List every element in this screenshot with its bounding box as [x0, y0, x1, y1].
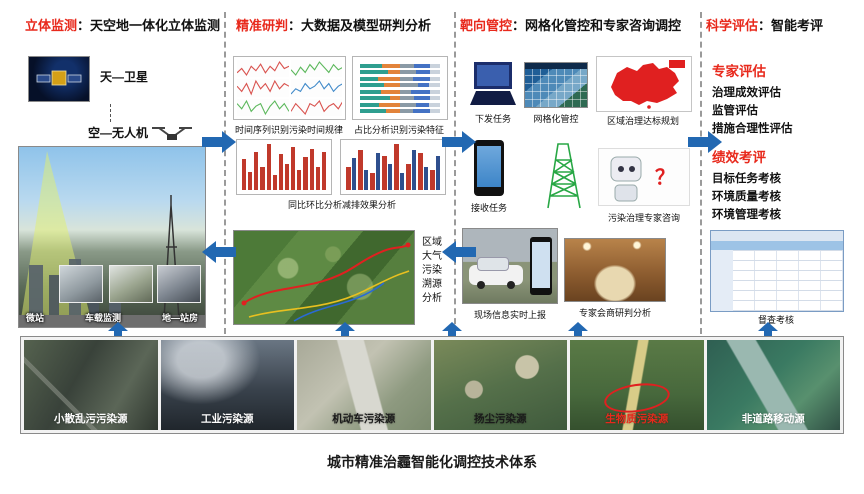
header-monitoring-desc: ：天空地一体化立体监测 [77, 18, 221, 33]
satellite-downlink-dash [110, 104, 111, 122]
source-cell-biomass: 生物质污染源 [570, 340, 704, 430]
source-cell-vehicle: 机动车污染源 [297, 340, 431, 430]
ground-monitoring-image: 微站 车载监测 地—站房 [18, 146, 206, 328]
bars-right-chart [340, 139, 446, 195]
receive-caption: 接收任务 [470, 203, 507, 213]
laptop-icon [470, 60, 516, 108]
field-report-image [462, 228, 558, 304]
satellite-icon [36, 70, 82, 86]
separator-3 [700, 12, 702, 334]
satellite-image [28, 56, 90, 102]
trace-caption-line: 分析 [422, 293, 442, 304]
car-wheel-graphic [507, 281, 515, 289]
source-label: 小散乱污污染源 [54, 413, 128, 425]
trace-caption-line: 大气 [422, 251, 442, 262]
grid-caption: 网格化管控 [533, 114, 579, 124]
header-evaluation-title: 科学评估 [706, 18, 759, 33]
china-map-graphic [611, 60, 685, 109]
monitoring-tower-icon [534, 138, 592, 210]
diagram-title: 城市精准治霾智能化调控技术体系 [327, 454, 537, 470]
header-analysis-title: 精准研判 [236, 18, 289, 33]
drone-icon [150, 122, 194, 148]
expert-eval-title: 专家评估 [712, 64, 766, 79]
arrow-control-to-evaluation [688, 131, 722, 153]
arrow-trace-to-monitoring [202, 241, 236, 263]
trace-routes-graphic [241, 242, 411, 322]
arrow-control-to-trace [442, 241, 476, 263]
trace-caption: 区域 大气 污染 溯源 分析 [420, 236, 444, 306]
trace-caption-line: 区域 [422, 237, 442, 248]
separator-2 [454, 12, 456, 334]
micro-station-label: 微站 [26, 313, 45, 323]
station-house-label: 地—站房 [161, 313, 198, 323]
satellite-label: 天—卫星 [100, 70, 149, 84]
grid-control-map [524, 62, 588, 108]
micro-station-photo [59, 265, 103, 303]
source-cell-dust: 扬尘污染源 [433, 340, 567, 430]
report-phone-screen [532, 242, 550, 288]
stacked-chart [352, 56, 448, 120]
pollution-sources-band: 小散乱污污染源 工业污染源 机动车污染源 扬尘污染源 生物质污染源 非道路移动源 [20, 336, 844, 434]
compare-caption: 同比环比分析减排效果分析 [287, 200, 396, 210]
source-label: 扬尘污染源 [474, 413, 527, 425]
report-phone-graphic [530, 237, 552, 295]
mobile-monitoring-label: 车载监测 [84, 313, 121, 323]
header-evaluation: 科学评估：智能考评 [706, 15, 823, 34]
dispatch-caption: 下发任务 [474, 114, 511, 124]
receive-phone-icon [474, 140, 504, 196]
car-wheel-graphic [477, 281, 485, 289]
source-label: 非道路移动源 [741, 413, 805, 425]
separator-1 [224, 12, 226, 334]
expert-eval-item: 监管评估 [712, 105, 758, 117]
header-analysis-desc: ：大数据及模型研判分析 [288, 18, 432, 33]
expert-robot-image: ？ [598, 148, 690, 206]
timeseries-chart [233, 56, 346, 120]
expert-eval-item: 治理成效评估 [712, 87, 781, 99]
header-monitoring-title: 立体监测 [25, 18, 78, 33]
expert-eval-item: 措施合理性评估 [712, 123, 793, 135]
bars-left-chart [236, 139, 332, 195]
timeseries-caption: 时间序列识别污染时间规律 [234, 125, 343, 135]
trace-map-image [233, 230, 415, 325]
header-control-title: 靶向管控 [460, 18, 513, 33]
performance-item: 目标任务考核 [712, 173, 781, 185]
source-label: 生物质污染源 [605, 413, 669, 425]
source-label: 工业污染源 [201, 413, 254, 425]
share-caption: 占比分析识别污染特征 [353, 125, 444, 135]
station-house-photo [157, 265, 201, 303]
header-evaluation-desc: ：智能考评 [758, 18, 824, 33]
phone-screen [477, 146, 501, 187]
question-mark: ？ [655, 167, 675, 189]
audit-caption: 督查考核 [757, 315, 794, 325]
source-label: 机动车污染源 [332, 413, 396, 425]
robot-graphic [610, 156, 642, 202]
source-cell-scattered: 小散乱污污染源 [24, 340, 158, 430]
consult-caption: 污染治理专家咨询 [607, 213, 680, 223]
header-control: 靶向管控：网格化管控和专家咨询调控 [460, 15, 681, 34]
regional-caption: 区域治理达标规划 [606, 116, 679, 126]
mobile-monitoring-photo [109, 265, 153, 303]
trace-caption-line: 溯源 [422, 279, 442, 290]
performance-item: 环境质量考核 [712, 191, 781, 203]
header-monitoring: 立体监测：天空地一体化立体监测 [25, 15, 220, 34]
header-control-desc: ：网格化管控和专家咨询调控 [512, 18, 682, 33]
report-caption: 现场信息实时上报 [473, 310, 546, 320]
trace-caption-line: 污染 [422, 265, 442, 276]
arrow-analysis-to-control [442, 131, 476, 153]
ground-labels: 微站 车载监测 地—站房 [19, 311, 205, 324]
car-cabin-graphic [477, 257, 509, 271]
performance-title: 绩效考评 [712, 150, 766, 165]
source-cell-industrial: 工业污染源 [160, 340, 294, 430]
meeting-room-image [564, 238, 666, 302]
performance-item: 环境管理考核 [712, 209, 781, 221]
source-cell-nonroad: 非道路移动源 [706, 340, 840, 430]
header-analysis: 精准研判：大数据及模型研判分析 [236, 15, 431, 34]
audit-spreadsheet-image [710, 230, 844, 312]
china-map-image [596, 56, 692, 112]
meeting-caption: 专家会商研判分析 [578, 308, 651, 318]
arrow-monitoring-to-analysis [202, 131, 236, 153]
uav-label: 空—无人机 [88, 126, 149, 140]
